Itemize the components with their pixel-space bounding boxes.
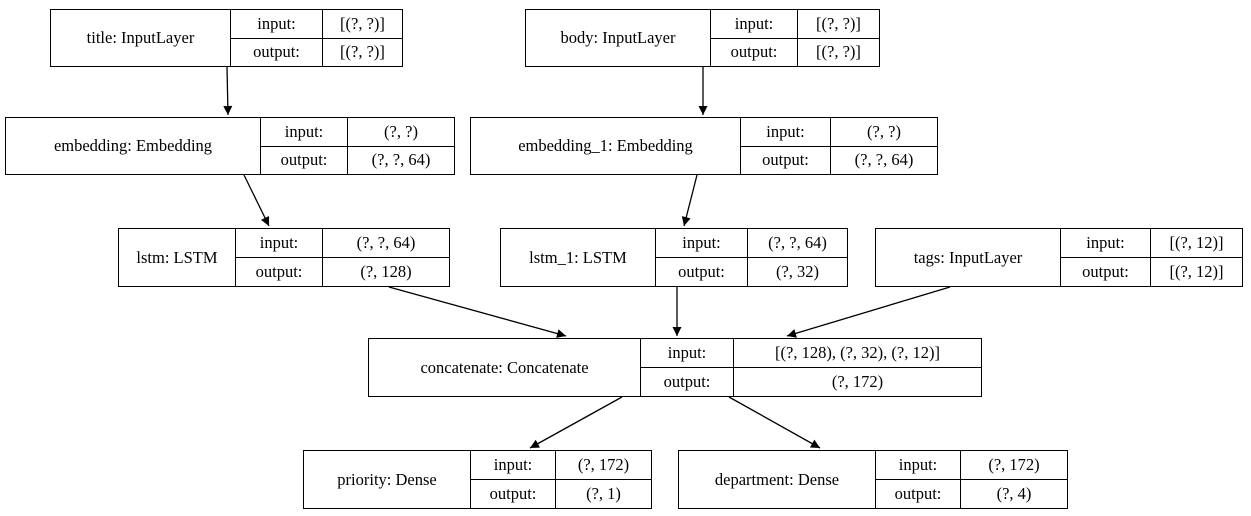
output-shape: (?, ?, 64) xyxy=(371,150,431,170)
output-key: output: xyxy=(231,38,323,66)
output-key: output: xyxy=(711,38,798,66)
edge-tags-to-concatenate xyxy=(786,286,951,338)
edge-concatenate-to-priority xyxy=(529,396,623,449)
node-priority-label: priority: Dense xyxy=(304,451,471,508)
input-shape: (?, ?) xyxy=(384,121,418,141)
node-lstm-1: lstm_1: LSTM input: (?, ?, 64) output: (… xyxy=(500,228,848,287)
output-shape: [(?, ?)] xyxy=(816,42,861,62)
input-key: input: xyxy=(876,451,961,479)
output-key: output: xyxy=(656,258,748,286)
node-concatenate: concatenate: Concatenate input: [(?, 128… xyxy=(368,338,982,397)
node-body-inputlayer: body: InputLayer input: [(?, ?)] output:… xyxy=(525,9,880,67)
input-shape: (?, 172) xyxy=(988,455,1040,474)
node-title-label: title: InputLayer xyxy=(51,10,231,66)
output-shape: (?, 4) xyxy=(996,484,1032,503)
node-priority-dense: priority: Dense input: (?, 172) output: … xyxy=(303,450,652,509)
output-key: output: xyxy=(1061,258,1151,286)
output-key: output: xyxy=(741,146,831,174)
node-department-dense: department: Dense input: (?, 172) output… xyxy=(678,450,1068,509)
input-shape: (?, ?, 64) xyxy=(356,233,416,252)
input-key: input: xyxy=(236,229,323,257)
node-embedding: embedding: Embedding input: (?, ?) outpu… xyxy=(5,117,455,175)
edge-embedding_1-to-lstm_1 xyxy=(681,174,698,227)
node-tags-label: tags: InputLayer xyxy=(876,229,1061,286)
edge-embedding-to-lstm xyxy=(243,174,270,227)
output-shape: (?, 172) xyxy=(831,372,884,391)
input-key: input: xyxy=(471,451,556,479)
input-shape: [(?, ?)] xyxy=(340,13,385,33)
input-shape: [(?, 128), (?, 32), (?, 12)] xyxy=(775,343,940,362)
input-key: input: xyxy=(1061,229,1151,257)
input-key: input: xyxy=(741,118,831,146)
node-body-label: body: InputLayer xyxy=(526,10,711,66)
node-department-label: department: Dense xyxy=(679,451,876,508)
node-tags-inputlayer: tags: InputLayer input: [(?, 12)] output… xyxy=(875,228,1243,287)
edge-lstm-to-concatenate xyxy=(388,286,567,338)
input-shape: (?, ?) xyxy=(867,121,901,141)
output-shape: [(?, ?)] xyxy=(340,42,385,62)
input-shape: (?, ?, 64) xyxy=(768,233,827,252)
output-shape: [(?, 12)] xyxy=(1169,262,1224,281)
edge-concatenate-to-department xyxy=(728,396,821,449)
output-shape: (?, 128) xyxy=(360,262,412,281)
node-embedding-1: embedding_1: Embedding input: (?, ?) out… xyxy=(470,117,938,175)
input-shape: [(?, ?)] xyxy=(816,13,861,33)
output-shape: (?, ?, 64) xyxy=(854,150,914,170)
node-lstm-label: lstm: LSTM xyxy=(119,229,236,286)
output-key: output: xyxy=(876,480,961,508)
node-embedding-label: embedding: Embedding xyxy=(6,118,261,174)
output-key: output: xyxy=(641,368,734,396)
output-key: output: xyxy=(236,258,323,286)
input-key: input: xyxy=(231,10,323,38)
output-key: output: xyxy=(261,146,348,174)
input-key: input: xyxy=(261,118,348,146)
output-key: output: xyxy=(471,480,556,508)
input-shape: [(?, 12)] xyxy=(1169,233,1224,252)
node-title-inputlayer: title: InputLayer input: [(?, ?)] output… xyxy=(50,9,403,67)
edge-title-to-embedding xyxy=(223,66,233,116)
output-shape: (?, 1) xyxy=(586,484,621,503)
input-key: input: xyxy=(641,339,734,367)
input-key: input: xyxy=(656,229,748,257)
output-shape: (?, 32) xyxy=(775,262,820,281)
node-embedding-1-label: embedding_1: Embedding xyxy=(471,118,741,174)
input-shape: (?, 172) xyxy=(577,455,630,474)
node-concatenate-label: concatenate: Concatenate xyxy=(369,339,641,396)
node-lstm-1-label: lstm_1: LSTM xyxy=(501,229,656,286)
node-lstm: lstm: LSTM input: (?, ?, 64) output: (?,… xyxy=(118,228,450,287)
input-key: input: xyxy=(711,10,798,38)
